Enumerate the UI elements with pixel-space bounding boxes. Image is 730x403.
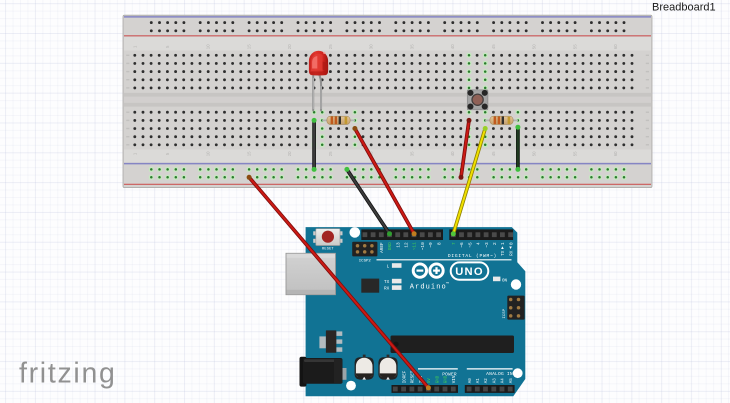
svg-text:40: 40 [450,44,455,49]
svg-text:15: 15 [246,151,251,156]
svg-text:40: 40 [450,151,455,156]
svg-text:ON: ON [502,279,508,283]
svg-text:~10: ~10 [421,242,426,250]
svg-text:20: 20 [287,151,292,156]
svg-text:45: 45 [491,44,496,49]
svg-text:13: 13 [396,242,401,248]
svg-text:55: 55 [572,44,577,49]
svg-text:45: 45 [491,151,496,156]
svg-text:▲: ▲ [500,245,504,250]
svg-text:Arduino: Arduino [410,283,447,291]
svg-text:L: L [387,265,390,270]
svg-text:~9: ~9 [429,242,434,248]
svg-text:A2: A2 [485,378,489,384]
svg-text:1: 1 [132,152,137,155]
svg-text:RESET: RESET [412,370,416,383]
svg-text:GND: GND [445,375,449,383]
svg-text:5: 5 [165,152,170,155]
svg-text:~3: ~3 [485,242,490,248]
svg-text:25: 25 [328,151,333,156]
svg-text:UNO: UNO [455,266,483,278]
svg-text:Breadboard1: Breadboard1 [652,2,716,14]
svg-text:fritzing: fritzing [19,358,117,390]
svg-text:4: 4 [477,242,482,245]
svg-text:1: 1 [132,45,137,48]
svg-text:TX: TX [384,280,390,285]
svg-text:TX: TX [501,250,506,256]
svg-text:10: 10 [206,44,211,49]
svg-text:8: 8 [437,242,442,245]
svg-text:RESET: RESET [322,248,334,252]
svg-text:30: 30 [369,151,374,156]
svg-text:GND: GND [436,375,440,383]
svg-text:POWER: POWER [442,371,457,377]
svg-text:35: 35 [409,151,414,156]
svg-text:A3: A3 [494,378,498,384]
svg-text:50: 50 [532,44,537,49]
svg-text:30: 30 [369,44,374,49]
svg-text:5: 5 [165,45,170,48]
svg-text:™: ™ [446,281,450,285]
svg-text:▼: ▼ [508,245,512,250]
svg-text:ICSP: ICSP [503,308,507,318]
svg-text:20: 20 [287,44,292,49]
svg-text:15: 15 [246,44,251,49]
svg-text:5V: 5V [428,378,432,384]
svg-text:1: 1 [501,242,506,245]
svg-text:A5: A5 [510,378,514,384]
svg-text:50: 50 [532,151,537,156]
svg-text:A0: A0 [469,378,473,384]
svg-text:2: 2 [493,242,498,245]
svg-text:A4: A4 [502,378,506,384]
svg-text:12: 12 [405,242,410,248]
svg-text:VIN: VIN [453,375,457,383]
svg-text:ANALOG IN: ANALOG IN [486,371,513,377]
svg-text:RX: RX [384,287,390,292]
svg-text:AREF: AREF [380,242,385,253]
svg-text:IOREF: IOREF [403,370,407,383]
svg-text:25: 25 [328,44,333,49]
svg-text:60: 60 [613,151,618,156]
svg-text:A1: A1 [477,378,481,384]
svg-text:~11: ~11 [413,242,418,250]
svg-text:GND: GND [388,242,393,250]
svg-text:60: 60 [613,44,618,49]
svg-text:7: 7 [452,242,457,245]
svg-text:DIGITAL (PWM~): DIGITAL (PWM~) [448,253,497,259]
svg-text:55: 55 [572,151,577,156]
svg-text:~5: ~5 [468,242,473,248]
svg-text:0: 0 [509,242,514,245]
svg-text:ICSP2: ICSP2 [359,260,372,264]
svg-text:10: 10 [206,151,211,156]
svg-text:35: 35 [409,44,414,49]
svg-text:RX: RX [509,250,514,256]
svg-text:~6: ~6 [460,242,465,248]
